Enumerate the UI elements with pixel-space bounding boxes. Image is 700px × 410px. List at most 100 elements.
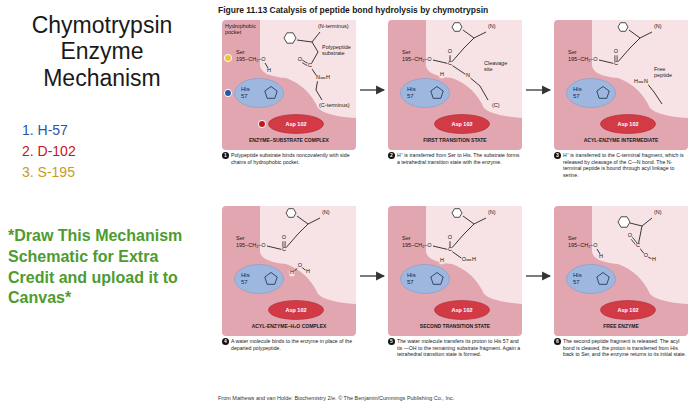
enzyme-body <box>554 206 688 336</box>
state-name: FREE ENZYME <box>554 323 688 329</box>
imidazole-ring <box>597 87 609 99</box>
bond <box>463 216 474 224</box>
bond <box>464 38 474 48</box>
label-slot: 1. H-57 <box>22 122 68 139</box>
side-chain-ring <box>618 23 628 32</box>
mechanism-panel: ENZYME–SUBSTRATE COMPLEXPolypeptide subs… <box>222 20 356 165</box>
bond <box>474 218 486 224</box>
atom-label: H <box>633 79 638 85</box>
label-slot: 6 <box>554 338 561 345</box>
aspartate-blob <box>601 301 656 320</box>
label-slot: C <box>447 247 452 253</box>
atom-label: O <box>627 233 632 239</box>
label-slot: 195–CH₂–O <box>568 242 598 248</box>
bond <box>298 224 308 234</box>
label-slot: Ser <box>236 49 245 55</box>
label-slot: 3 <box>554 152 561 159</box>
step-number: 5 <box>388 338 395 345</box>
atom-label: H <box>325 75 330 81</box>
label-slot: O <box>297 57 302 63</box>
label-slot: 195–CH₂–O <box>402 242 432 248</box>
label-slot: 195–CH₂–O <box>568 56 598 62</box>
atom-label: H <box>651 257 656 263</box>
atom-label: O <box>613 49 618 55</box>
label-slot: H <box>289 270 294 276</box>
label-slot: 2. D-102 <box>22 143 76 160</box>
bond <box>312 32 320 42</box>
atom-label: H <box>266 68 271 74</box>
label-slot: O <box>447 235 452 241</box>
histidine-region: His 57 <box>400 78 450 108</box>
label-slot: (N) <box>654 209 662 215</box>
label-slot: 195–CH₂–O <box>236 242 266 248</box>
side-chain-ring <box>452 23 462 32</box>
state-name: SECOND TRANSITION STATE <box>388 323 522 329</box>
atom-label: N <box>465 73 470 79</box>
label-slot: N <box>465 73 470 79</box>
bond <box>630 38 640 48</box>
residue-marker <box>258 120 265 127</box>
part-label: (C-terminus) <box>319 102 350 108</box>
aspartate-region: Asp 102 <box>268 114 324 134</box>
residue-name: His 57 <box>573 272 587 285</box>
list-item: 1. H-57 <box>22 122 68 139</box>
imidazole-ring <box>431 273 443 285</box>
label-slot: O <box>627 233 632 239</box>
bond <box>474 32 486 38</box>
reaction-arrow <box>526 275 550 276</box>
atom-label: H <box>598 254 603 260</box>
histidine-region: His 57 <box>234 78 284 108</box>
label-slot: C <box>613 61 618 67</box>
part-label: 195–CH₂–O <box>402 56 432 62</box>
residue-name: Asp 102 <box>451 307 472 313</box>
atom-label: N <box>315 75 320 81</box>
bond <box>316 90 322 100</box>
state-name: ACYL-ENZYME–H₂O COMPLEX <box>222 323 356 329</box>
histidine-region: His 57 <box>400 264 450 294</box>
mechanism-panel: FREE ENZYME The second peptide fragment i… <box>554 206 688 358</box>
part-label: 195–CH₂–O <box>568 56 598 62</box>
label-slot: 195–CH₂–O <box>402 56 432 62</box>
label-slot: O <box>281 235 286 241</box>
reaction-arrow <box>526 89 550 90</box>
step-caption: The second peptide fragment is released:… <box>554 338 688 358</box>
atom-label: O <box>447 49 452 55</box>
residue-name: Asp 102 <box>285 121 306 127</box>
bond <box>464 224 474 234</box>
aspartate-region: Asp 102 <box>268 300 324 320</box>
residue-name: Asp 102 <box>285 307 306 313</box>
part-label: Ser <box>402 49 411 55</box>
histidine-blob <box>235 79 284 108</box>
enzyme-body <box>554 20 688 150</box>
bond <box>308 218 320 224</box>
label-slot: 1 <box>222 152 229 159</box>
residue-name: His 57 <box>573 86 587 99</box>
label-slot: C <box>307 63 312 69</box>
part-label: Free peptide <box>654 66 684 79</box>
label-slot: H <box>651 257 656 263</box>
label-slot: *Draw This Mechanism Schematic for Extra… <box>8 226 193 309</box>
histidine-region: His 57 <box>566 264 616 294</box>
part-label: Ser <box>402 235 411 241</box>
bond <box>265 63 268 68</box>
atom-label: H <box>439 258 444 264</box>
histidine-blob <box>235 265 284 294</box>
atom-label: O <box>643 253 648 259</box>
figure-frame: Figure 11.13 Catalysis of peptide bond h… <box>208 0 700 410</box>
part-label: Ser <box>568 235 577 241</box>
part-label: (N) <box>654 23 662 29</box>
figure-credit: From Mathews and van Holde: Biochemistry… <box>218 395 690 401</box>
slide-title: Chymotrypsin Enzyme Mechanism <box>22 12 182 91</box>
step-number: 2 <box>388 152 395 159</box>
atom-label: C <box>307 63 312 69</box>
imidazole-ring <box>597 273 609 285</box>
imidazole-ring <box>431 87 443 99</box>
side-chain-ring <box>618 217 630 227</box>
residue-name: His 57 <box>241 86 255 99</box>
part-label: (C) <box>492 102 500 108</box>
label-slot: 2 <box>388 152 395 159</box>
part-label: 195–CH₂–O <box>236 242 266 248</box>
label-slot: H <box>305 269 310 275</box>
label-slot: H <box>598 254 603 260</box>
